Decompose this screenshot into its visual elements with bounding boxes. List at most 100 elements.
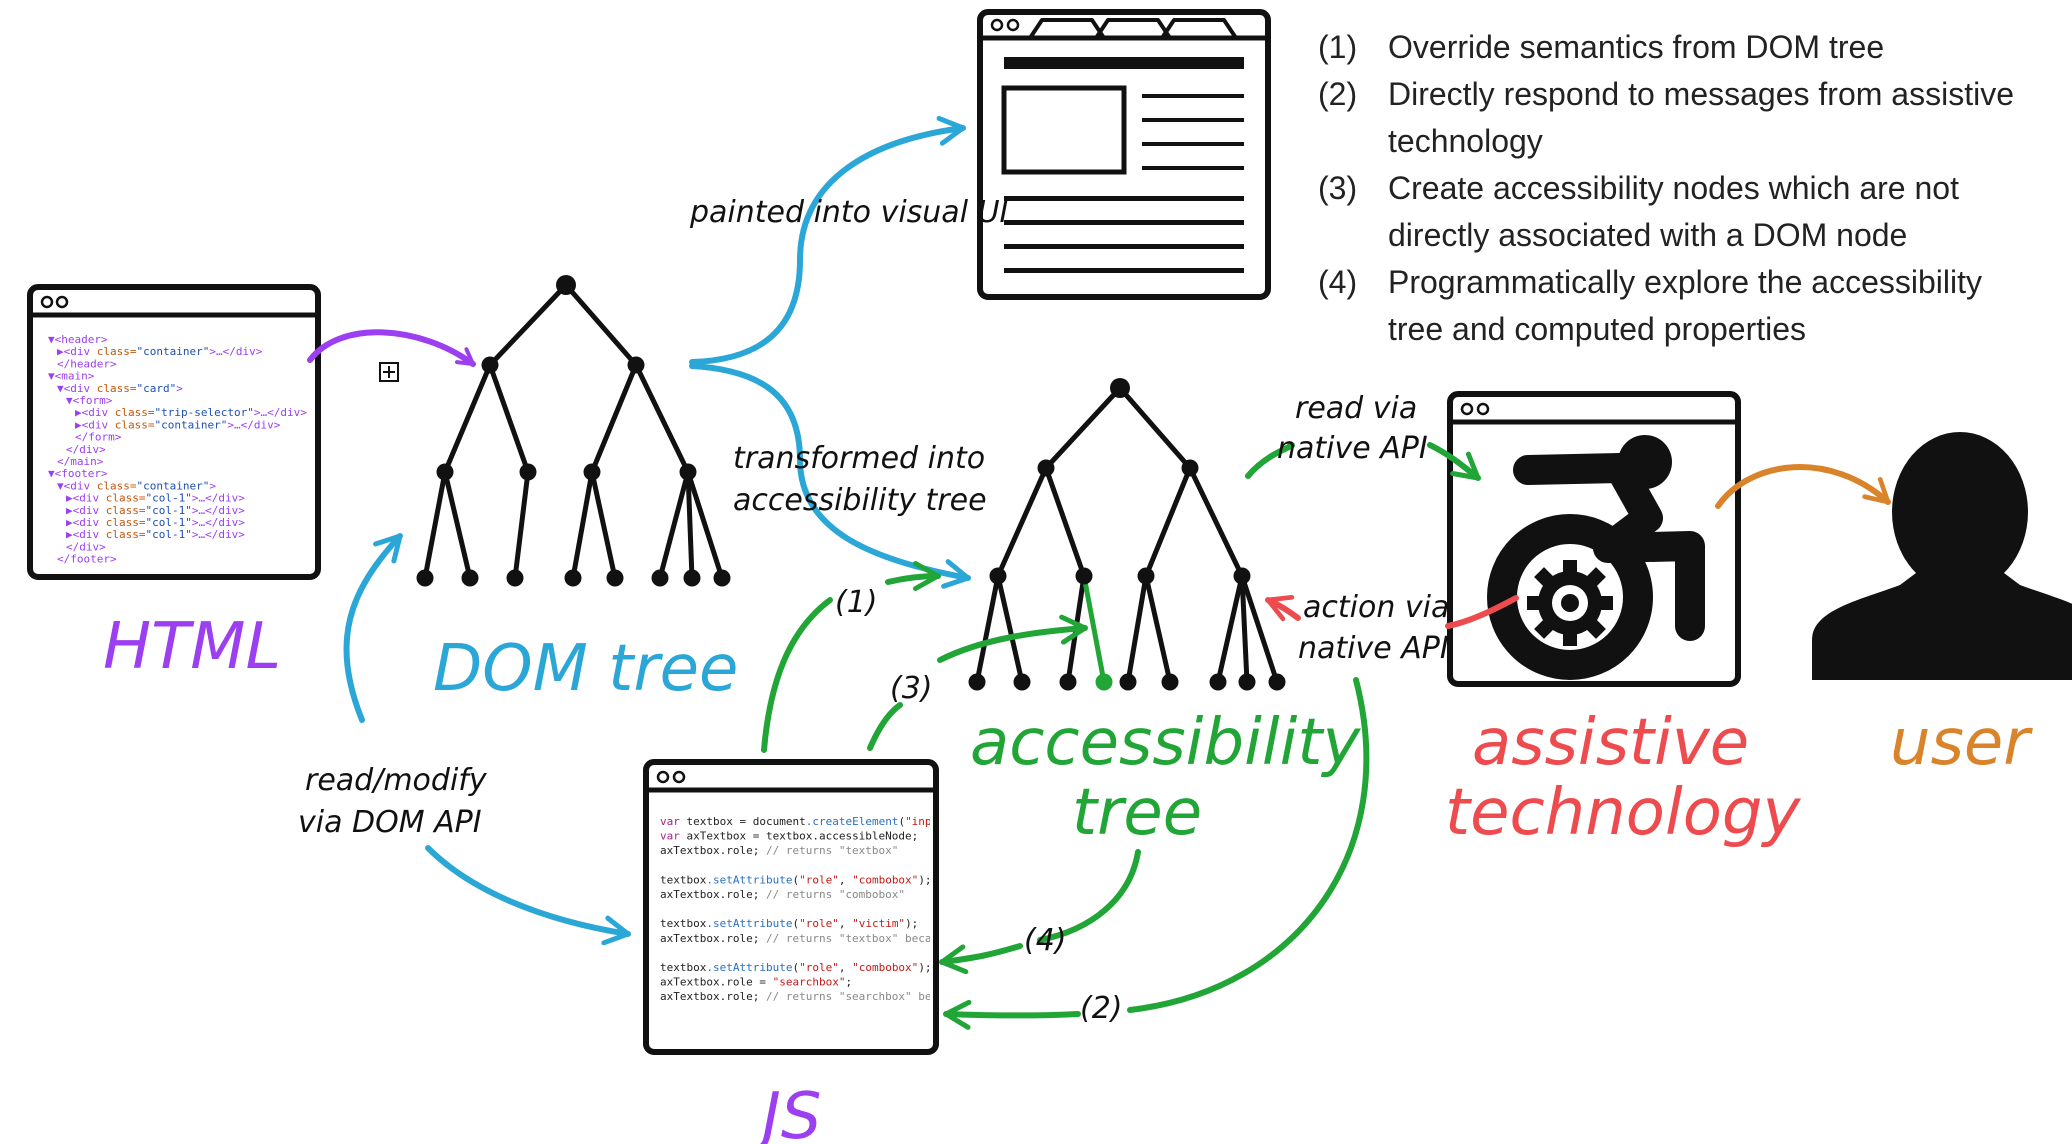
legend-text: Override semantics from DOM tree bbox=[1388, 29, 1884, 65]
legend-number: (2) bbox=[1318, 76, 1357, 112]
action-native-arrow-head bbox=[1265, 594, 1301, 622]
legend-text: technology bbox=[1388, 123, 1543, 159]
user-label: user bbox=[1890, 706, 2033, 780]
tree-node bbox=[583, 463, 601, 481]
step1-arrow bbox=[761, 597, 833, 753]
tree-node bbox=[989, 567, 1007, 585]
tree-node bbox=[1013, 673, 1031, 691]
tree-node bbox=[481, 356, 499, 374]
transformed-label-line1: transformed into bbox=[733, 441, 985, 476]
html-code-line: ▶<div class="trip-selector">…</div> bbox=[75, 406, 307, 419]
tree-node bbox=[416, 569, 434, 587]
tree-node bbox=[436, 463, 454, 481]
tree-edge bbox=[1081, 573, 1107, 685]
tree-node bbox=[564, 569, 582, 587]
js-window: var textbox = document.createElement("in… bbox=[643, 759, 945, 1055]
html-code-line: ▶<div class="col-1">…</div> bbox=[66, 528, 245, 541]
tree-edge bbox=[657, 469, 691, 581]
tree-node bbox=[713, 569, 731, 587]
js-code-line: textbox.setAttribute("role", "victim"); bbox=[660, 917, 918, 930]
tree-node bbox=[1110, 378, 1130, 398]
tree-edge bbox=[1125, 573, 1149, 685]
html-code-line: </form> bbox=[75, 431, 122, 444]
html-code-line: </div> bbox=[66, 443, 106, 456]
step1-label: (1) bbox=[835, 585, 878, 620]
tree-node bbox=[968, 673, 986, 691]
assistive-label-line2: technology bbox=[1445, 776, 1802, 850]
tree-node bbox=[1037, 459, 1055, 477]
read-native-label-line1: read via bbox=[1295, 391, 1417, 426]
tree-node bbox=[1075, 567, 1093, 585]
legend-number: (1) bbox=[1318, 29, 1357, 65]
step4-arrow bbox=[1037, 849, 1141, 943]
step1-arrow-head bbox=[885, 561, 941, 592]
js-code-line: var textbox = document.createElement("in… bbox=[660, 815, 945, 828]
tree-edge bbox=[1043, 465, 1087, 579]
html-code-line: </header> bbox=[57, 357, 117, 370]
js-code-line: textbox.setAttribute("role", "combobox")… bbox=[660, 873, 932, 886]
tree-node bbox=[1181, 459, 1199, 477]
tree-node bbox=[606, 569, 624, 587]
legend-number: (3) bbox=[1318, 170, 1357, 206]
step4-arrow-head bbox=[939, 943, 1023, 975]
action-native-label-line1: action via bbox=[1303, 590, 1449, 625]
html-code-line: ▼<header> bbox=[48, 333, 108, 346]
html-code-line: ▶<div class="container">…</div> bbox=[75, 418, 281, 431]
tree-edge bbox=[563, 282, 639, 368]
legend-text: directly associated with a DOM node bbox=[1388, 217, 1907, 253]
html-code-block: ▼<header> ▶<div class="container">…</div>… bbox=[48, 333, 307, 566]
tree-edge bbox=[487, 362, 531, 475]
step3-label: (3) bbox=[890, 671, 933, 706]
user-icon bbox=[1812, 432, 2072, 680]
numbered-legend: (1) Override semantics from DOM tree (2) Di… bbox=[1318, 29, 2014, 347]
tree-edge bbox=[1239, 573, 1280, 685]
accessibility-label-line2: tree bbox=[1072, 776, 1202, 850]
legend-text: Directly respond to messages from assist… bbox=[1388, 76, 2014, 112]
tree-edge bbox=[1117, 385, 1193, 471]
tree-node bbox=[651, 569, 669, 587]
action-native-arrow bbox=[1445, 595, 1519, 629]
html-code-line: ▼<div class="container"> bbox=[57, 479, 216, 492]
visual-ui-window bbox=[977, 9, 1271, 300]
tree-edge bbox=[974, 573, 1001, 685]
tree-edge bbox=[1043, 385, 1123, 471]
window-dot-icon bbox=[40, 295, 54, 309]
legend-text: tree and computed properties bbox=[1388, 311, 1806, 347]
plus-square-icon bbox=[379, 362, 399, 382]
tree-edge bbox=[589, 362, 639, 475]
legend-text: Create accessibility nodes which are not bbox=[1388, 170, 1959, 206]
tree-edge bbox=[685, 469, 695, 581]
dom-to-visual-arrow bbox=[689, 115, 966, 365]
tree-node bbox=[1137, 567, 1155, 585]
step3-arrow bbox=[867, 702, 903, 751]
window-dot-icon bbox=[1476, 402, 1490, 416]
tree-node bbox=[1059, 673, 1077, 691]
accessibility-label-line1: accessibility bbox=[970, 706, 1362, 780]
html-code-line: </footer> bbox=[57, 553, 117, 566]
tree-edge bbox=[442, 362, 493, 475]
html-code-line: </div> bbox=[66, 540, 106, 553]
window-dot-icon bbox=[656, 770, 670, 784]
html-code-line: ▼<div class="card"> bbox=[57, 382, 183, 395]
read-native-arrow bbox=[1245, 442, 1295, 479]
tree-node bbox=[556, 275, 576, 295]
js-code-line: textbox.setAttribute("role", "combobox")… bbox=[660, 961, 932, 974]
js-code-line: axTextbox.role = "searchbox"; bbox=[660, 976, 852, 989]
tree-node bbox=[1119, 673, 1137, 691]
tree-edge bbox=[512, 469, 531, 581]
accessibility-tree-graph bbox=[968, 378, 1286, 691]
tree-edge bbox=[1143, 465, 1193, 579]
painted-label: painted into visual UI bbox=[689, 195, 1009, 230]
tree-node bbox=[1238, 673, 1256, 691]
tree-edge bbox=[570, 469, 595, 581]
tree-edge bbox=[487, 282, 569, 368]
html-code-line: ▶<div class="col-1">…</div> bbox=[66, 504, 245, 517]
dom-tree-graph bbox=[416, 275, 731, 587]
tree-node bbox=[1233, 567, 1251, 585]
dom-tree-label: DOM tree bbox=[433, 632, 738, 706]
step4-label: (4) bbox=[1024, 923, 1067, 958]
read-native-label-line2: native API bbox=[1277, 431, 1428, 466]
window-dot-icon bbox=[990, 18, 1004, 32]
tree-edge bbox=[995, 573, 1025, 685]
